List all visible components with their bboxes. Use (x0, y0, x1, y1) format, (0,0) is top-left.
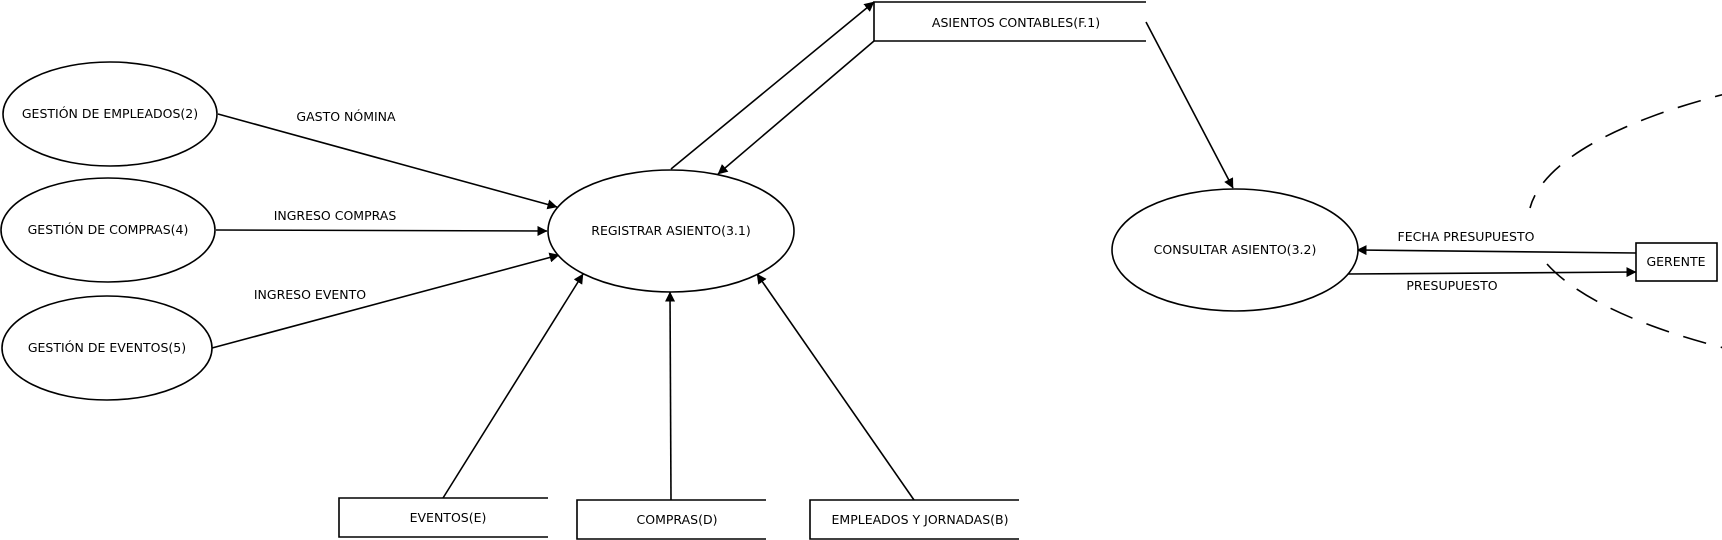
store-compras: COMPRAS(D) (576, 499, 766, 540)
arrow-asientos-to-consultar (1145, 21, 1234, 189)
store-asientos-contables: ASIENTOS CONTABLES(F.1) (873, 1, 1146, 42)
arrow-gasto-nomina (217, 113, 558, 210)
arrow-ingreso-evento (211, 252, 560, 349)
flow-label-gasto-nomina: GASTO NÓMINA (296, 109, 396, 124)
store-eventos-label: EVENTOS(E) (410, 510, 487, 525)
process-gestion-eventos-label: GESTIÓN DE EVENTOS(5) (28, 340, 186, 355)
process-gestion-empleados-label: GESTIÓN DE EMPLEADOS(2) (22, 106, 198, 121)
process-gestion-compras-label: GESTIÓN DE COMPRAS(4) (28, 222, 189, 237)
store-compras-label: COMPRAS(D) (637, 512, 718, 527)
arrow-asientos-to-registrar (717, 40, 875, 175)
arrow-empleados-to-registrar (756, 273, 915, 501)
process-registrar-asiento (547, 169, 795, 293)
arrow-fecha-presupuesto (1356, 245, 1637, 256)
arrow-registrar-to-asientos (670, 1, 875, 170)
process-consultar-asiento (1111, 188, 1359, 312)
flow-label-ingreso-evento: INGRESO EVENTO (254, 287, 366, 302)
arrow-eventos-to-registrar (442, 273, 584, 499)
system-boundary (1529, 94, 1722, 349)
arrow-compras-to-registrar (665, 291, 676, 501)
flow-label-presupuesto: PRESUPUESTO (1406, 278, 1497, 293)
process-gestion-empleados (2, 61, 218, 167)
flow-label-fecha-presupuesto: FECHA PRESUPUESTO (1398, 229, 1535, 244)
store-empleados-jornadas: EMPLEADOS Y JORNADAS(B) (809, 499, 1019, 540)
entity-gerente: GERENTE (1635, 242, 1718, 282)
arrow-ingreso-compras (215, 225, 548, 236)
arrow-presupuesto (1345, 267, 1637, 278)
entity-gerente-label: GERENTE (1646, 254, 1705, 269)
process-gestion-compras (0, 177, 216, 283)
process-consultar-asiento-label: CONSULTAR ASIENTO(3.2) (1154, 242, 1317, 257)
process-gestion-eventos (1, 295, 213, 401)
store-asientos-contables-label: ASIENTOS CONTABLES(F.1) (932, 15, 1100, 30)
store-empleados-jornadas-label: EMPLEADOS Y JORNADAS(B) (832, 512, 1009, 527)
process-registrar-asiento-label: REGISTRAR ASIENTO(3.1) (591, 223, 750, 238)
store-eventos: EVENTOS(E) (338, 497, 548, 538)
flow-label-ingreso-compras: INGRESO COMPRAS (274, 208, 397, 223)
